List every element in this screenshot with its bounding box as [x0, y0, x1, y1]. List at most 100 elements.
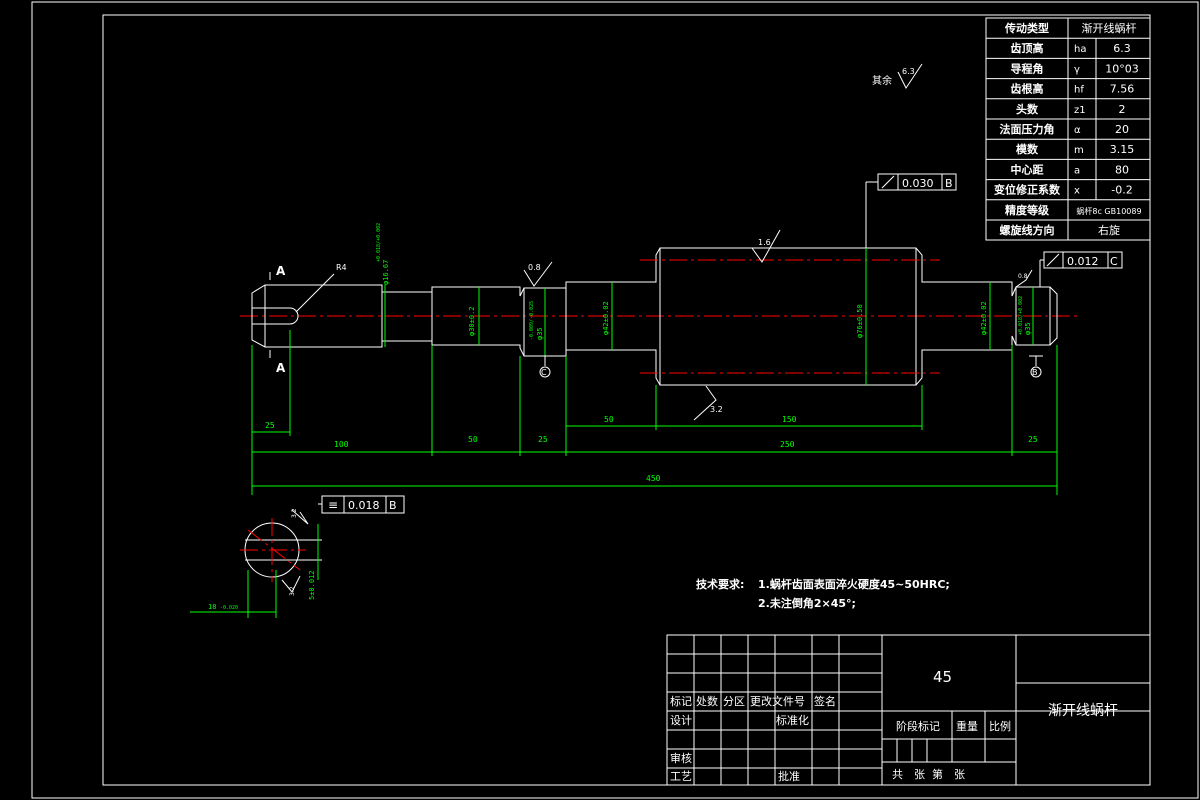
tb-chushu: 处数: [696, 695, 718, 708]
param-value: 蜗杆8c GB10089: [1076, 206, 1141, 216]
param-label: 传动类型: [1004, 21, 1049, 35]
param-label: 模数: [1016, 142, 1039, 156]
param-value: 6.3: [1113, 42, 1131, 55]
inner-border: [102, 14, 1151, 786]
param-symbol: x: [1074, 186, 1080, 197]
datum-markers: C B: [538, 355, 1043, 378]
roughness-symbols: 0.8 1.6 3.2 0.8: [523, 229, 1033, 421]
tb-jieduan: 阶段标记: [896, 719, 940, 733]
param-value: 7.56: [1110, 83, 1135, 96]
roughness-value: 6.3: [902, 67, 915, 76]
dim-d2: φ30±0.2: [468, 306, 476, 336]
datum-c-label: C: [541, 368, 547, 377]
tech-req-line1: 1.蜗杆齿面表面淬火硬度45~50HRC;: [758, 577, 950, 591]
param-symbol: hf: [1074, 85, 1084, 96]
runout-frame-top: 0.030 B: [865, 173, 957, 248]
title-block: 45 渐开线蜗杆 标记 处数 分区 更改文件号 签名 设计 标准化 阶段标记 重…: [666, 634, 1151, 786]
symmetry-value: 0.018: [348, 499, 380, 512]
material: 45: [933, 668, 952, 686]
param-value: 渐开线蜗杆: [1082, 21, 1137, 35]
param-label: 精度等级: [1005, 203, 1050, 217]
dim-d4: φ42±0.02: [602, 301, 610, 335]
param-label: 变位修正系数: [994, 183, 1061, 197]
rough-3-2: 3.2: [710, 405, 723, 414]
param-value: 80: [1115, 163, 1129, 176]
dim-d5: φ76±0.50: [856, 304, 864, 338]
tb-pizhun: 批准: [778, 769, 800, 783]
tb-fenqu: 分区: [723, 695, 745, 708]
tb-biaoji: 标记: [670, 694, 692, 708]
general-roughness-note: 其余 6.3: [872, 63, 923, 89]
tech-req-title: 技术要求:: [696, 577, 744, 591]
worm-shaft: [251, 247, 1058, 386]
tb-sheji: 设计: [670, 714, 692, 727]
datum-b-label: B: [1032, 368, 1038, 377]
runout-right-value: 0.012: [1067, 255, 1099, 268]
param-symbol: z1: [1074, 105, 1086, 116]
technical-requirements: 技术要求: 1.蜗杆齿面表面淬火硬度45~50HRC; 2.未注倒角2×45°;: [696, 577, 950, 610]
dim-d7-tol: +0.018/+0.002: [1018, 296, 1024, 335]
symmetry-icon: ≡: [328, 498, 338, 512]
param-symbol: a: [1074, 165, 1080, 176]
tb-gongyi: 工艺: [670, 770, 692, 783]
tb-gong: 共: [892, 768, 903, 781]
tech-req-line2: 2.未注倒角2×45°;: [758, 596, 856, 610]
tb-qianming: 签名: [814, 694, 836, 708]
param-value: 2: [1119, 103, 1126, 116]
section-a-top: A: [276, 264, 286, 278]
param-symbol: α: [1074, 125, 1081, 136]
tb-shenhe: 审核: [670, 751, 692, 765]
param-value: 3.15: [1110, 143, 1135, 156]
diameter-dims: φ16.67 +0.018/+0.002 φ30±0.2 φ35 -0.009/…: [376, 223, 1034, 385]
key-width-tol: -0.020: [220, 605, 238, 611]
roughness-label: 其余: [872, 74, 892, 87]
key-width: 18: [208, 603, 216, 611]
keyway-slot: [252, 307, 299, 325]
sec-rough-1: 3.2: [291, 508, 298, 518]
tb-zhang: 张: [914, 768, 925, 781]
tb-di: 第: [932, 767, 943, 781]
rough-0-8: 0.8: [528, 263, 541, 272]
param-label: 法面压力角: [1000, 122, 1055, 136]
dim-len-150: 150: [782, 415, 797, 424]
rough-1-6: 1.6: [758, 238, 771, 247]
r4-label: R4: [336, 263, 347, 272]
tb-bili: 比例: [989, 719, 1011, 733]
dim-len-25a: 25: [265, 421, 275, 430]
tb-biaozhunhua: 标准化: [776, 713, 809, 727]
dim-d1-tol: +0.018/+0.002: [376, 223, 382, 262]
dim-len-450: 450: [646, 474, 661, 483]
section-a-bottom: A: [276, 361, 286, 375]
param-value: -0.2: [1111, 184, 1132, 197]
param-label: 中心距: [1011, 162, 1044, 176]
param-label: 齿顶高: [1011, 41, 1044, 55]
param-symbol: ha: [1074, 44, 1086, 55]
symmetry-datum: B: [389, 499, 397, 512]
param-symbol: m: [1074, 145, 1084, 156]
param-value: 20: [1115, 123, 1129, 136]
dim-d7: φ35: [1024, 322, 1032, 335]
runout-top-value: 0.030: [902, 177, 934, 190]
dim-d3-tol: -0.009/-0.025: [529, 301, 535, 340]
dim-len-25b: 25: [538, 435, 548, 444]
section-a-marker: A A: [269, 264, 286, 375]
dim-len-25c: 25: [1028, 435, 1038, 444]
dim-d6: φ42±0.02: [980, 301, 988, 335]
section-a-view: ≡ 0.018 B 5±0.012 18 -0.020 3.2 3.2: [190, 495, 405, 618]
dim-d1: φ16.67: [382, 260, 390, 285]
dim-len-250: 250: [780, 440, 795, 449]
param-label: 螺旋线方向: [1000, 223, 1055, 237]
dim-len-50: 50: [468, 435, 478, 444]
dim-len-50b: 50: [604, 415, 614, 424]
dim-len-100: 100: [334, 440, 349, 449]
dim-d3: φ35: [536, 327, 544, 340]
rough-right: 0.8: [1018, 273, 1028, 280]
part-name: 渐开线蜗杆: [1048, 703, 1118, 719]
runout-right-datum: C: [1110, 255, 1118, 268]
tb-zhongliang: 重量: [956, 719, 978, 733]
runout-frame-right: 0.012 C: [1039, 251, 1123, 287]
param-symbol: γ: [1074, 64, 1080, 75]
outer-border: [31, 1, 1199, 799]
